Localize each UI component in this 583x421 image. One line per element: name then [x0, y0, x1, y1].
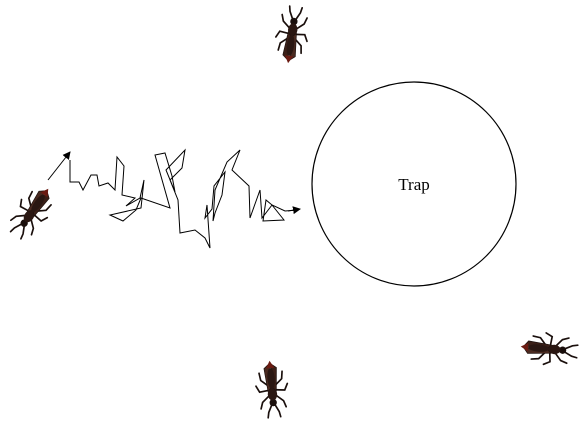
- path-end-arrow: [287, 206, 301, 215]
- trap-label: Trap: [398, 175, 430, 194]
- insect-bottom-icon: [252, 358, 292, 420]
- random-walk-path: [69, 148, 299, 249]
- insect-top-icon: [271, 3, 313, 67]
- insect-right-icon: [518, 329, 580, 369]
- path-start-arrow: [47, 151, 71, 181]
- insect-left-icon: [1, 178, 63, 246]
- trap-circle: [311, 81, 517, 287]
